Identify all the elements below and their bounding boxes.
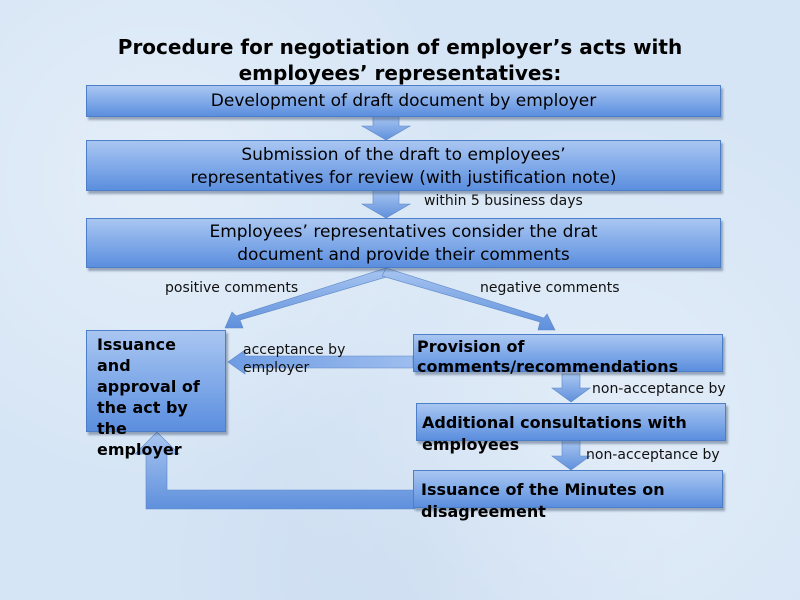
step-minutes-text: Issuance of the Minutes on disagreement: [421, 480, 665, 521]
label-acceptance-text: acceptance by employer: [243, 342, 346, 376]
step-consider-line-2: document and provide their comments: [237, 245, 570, 265]
title-line-1: Procedure for negotiation of employer’s …: [117, 35, 683, 59]
arrow-down-3: [551, 373, 591, 403]
step-additional-text: Additional consultations with employees: [422, 413, 687, 454]
label-non-acceptance-1: non-acceptance by: [592, 381, 726, 397]
label-positive-comments: positive comments: [165, 280, 299, 296]
arrow-down-1: [360, 115, 412, 141]
step-provision: Provision of comments/recommendations: [413, 334, 723, 376]
step-issuance-approval-text: Issuance and approval of the act by the …: [97, 335, 200, 459]
label-acceptance: acceptance by employer: [243, 341, 373, 377]
step-development: Development of draft document by employe…: [86, 85, 721, 117]
label-negative-comments: negative comments: [480, 280, 620, 296]
step-issuance-approval: Issuance and approval of the act by the …: [86, 330, 226, 459]
step-development-text: Development of draft document by employe…: [210, 91, 597, 111]
diagram-title: Procedure for negotiation of employer’s …: [40, 34, 760, 86]
label-within-days: within 5 business days: [424, 193, 583, 209]
arrow-negative: [381, 267, 556, 331]
step-submission-line-1: Submission of the draft to employees’: [241, 145, 566, 165]
step-submission-line-2: representatives for review (with justifi…: [190, 168, 617, 188]
arrow-down-2: [360, 189, 412, 219]
step-provision-text: Provision of comments/recommendations: [417, 337, 679, 376]
title-line-2: employees’ representatives:: [238, 61, 562, 85]
arrow-positive: [224, 267, 391, 329]
step-consider: Employees’ representatives consider the …: [86, 218, 721, 268]
label-non-acceptance-2: non-acceptance by: [586, 447, 720, 463]
step-additional: Additional consultations with employees: [416, 403, 726, 454]
step-consider-line-1: Employees’ representatives consider the …: [209, 222, 598, 242]
step-submission: Submission of the draft to employees’ re…: [86, 140, 721, 191]
step-minutes: Issuance of the Minutes on disagreement: [413, 470, 723, 521]
arrow-down-4: [551, 439, 591, 471]
